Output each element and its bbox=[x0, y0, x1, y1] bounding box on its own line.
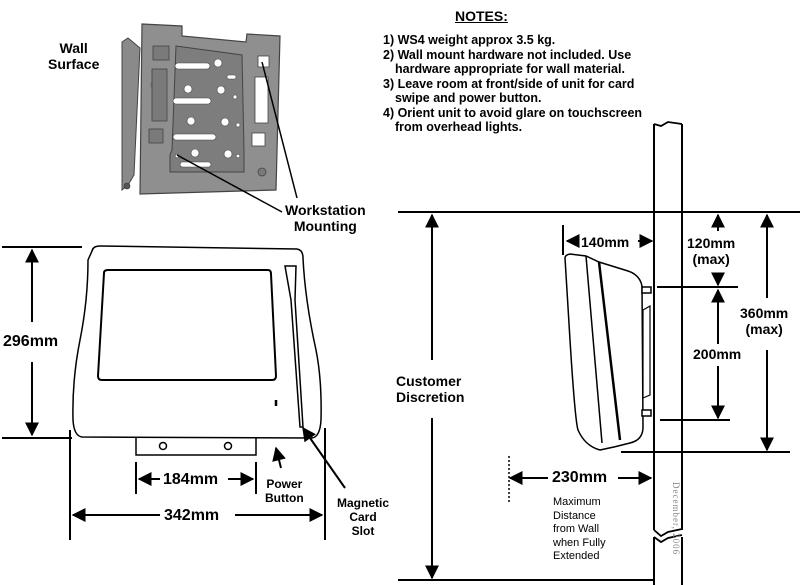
revision-date: December, 2006 bbox=[671, 482, 681, 556]
height-dimension-label: 296mm bbox=[3, 333, 59, 351]
width-dimension-label: 342mm bbox=[164, 507, 220, 524]
bracket-wall-plate bbox=[121, 37, 141, 192]
total-height-label: 360mm (max) bbox=[740, 305, 789, 337]
notes-list: 1) WS4 weight approx 3.5 kg. 2) Wall mou… bbox=[383, 33, 663, 135]
mount-spacing-label: 200mm bbox=[693, 346, 742, 362]
top-clearance-label: 120mm (max) bbox=[687, 235, 736, 267]
extension-note: Maximum Distance from Wall when Fully Ex… bbox=[553, 496, 606, 562]
bracket-slot bbox=[172, 97, 212, 105]
wall-lines bbox=[653, 124, 683, 530]
note-item: 2) Wall mount hardware not included. Use… bbox=[383, 47, 632, 77]
front-view-drawing bbox=[72, 245, 322, 456]
terminal-body-outline bbox=[72, 245, 322, 439]
wall-surface-label: Wall Surface bbox=[48, 40, 100, 72]
wall-bracket-illustration bbox=[121, 23, 281, 195]
mount-width-dimension-label: 184mm bbox=[163, 471, 219, 488]
touchscreen-outline bbox=[96, 269, 278, 381]
note-item: 3) Leave room at front/side of unit for … bbox=[383, 76, 635, 106]
bracket-slot bbox=[174, 62, 211, 70]
customer-discretion-label: Customer Discretion bbox=[396, 373, 465, 405]
power-button-arrow bbox=[272, 446, 286, 469]
notes-title: NOTES: bbox=[455, 8, 508, 24]
workstation-mounting-label: Workstation Mounting bbox=[285, 202, 366, 234]
power-button-label: Power Button bbox=[265, 477, 304, 505]
extension-dimension-label: 230mm bbox=[552, 469, 608, 486]
card-slot-label: Magnetic Card Slot bbox=[337, 496, 390, 538]
front-dimensions bbox=[2, 246, 346, 540]
side-dimensions bbox=[398, 211, 800, 581]
workstation-mounting-leader bbox=[261, 61, 298, 199]
bracket-slot bbox=[172, 133, 217, 141]
depth-dimension-label: 140mm bbox=[581, 234, 630, 250]
card-slot-arrow bbox=[302, 426, 346, 489]
workstation-mounting-leader bbox=[176, 154, 283, 213]
mount-plate bbox=[135, 438, 257, 456]
note-item: 1) WS4 weight approx 3.5 kg. bbox=[383, 33, 556, 47]
note-item: 4) Orient unit to avoid glare on touchsc… bbox=[383, 105, 643, 135]
side-view-terminal bbox=[564, 253, 652, 451]
wall-section bbox=[653, 121, 683, 585]
